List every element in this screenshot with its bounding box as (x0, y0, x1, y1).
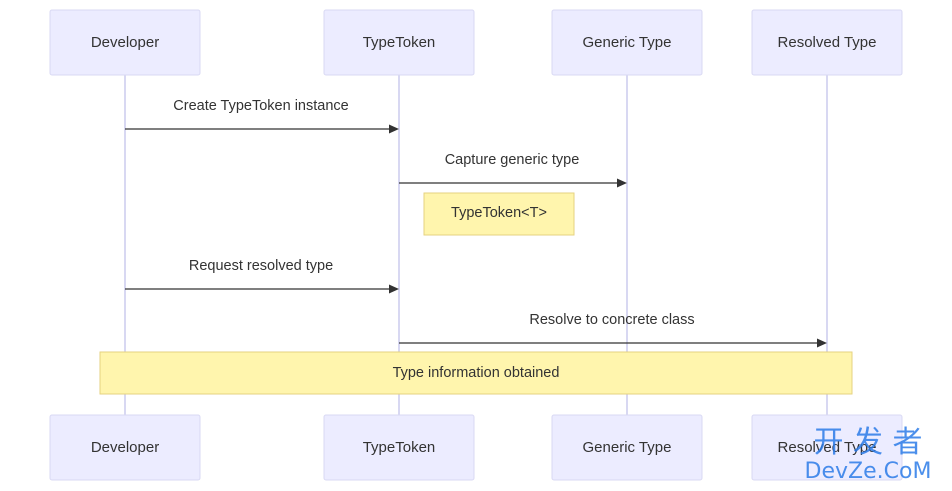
note-label: TypeToken<T> (451, 205, 547, 221)
message-label: Create TypeToken instance (173, 98, 348, 114)
message-label: Request resolved type (189, 258, 333, 274)
actor-bottom-developer: Developer (49, 414, 201, 481)
message-resolve-concrete: Resolve to concrete class (399, 312, 827, 348)
actor-label: Generic Type (583, 439, 672, 456)
message-create-typetoken: Create TypeToken instance (125, 98, 399, 134)
actor-label: TypeToken (363, 439, 436, 456)
arrowhead-icon (817, 338, 827, 348)
watermark-logo: 开 发 者 DevZe.CoM (805, 425, 932, 484)
actor-top-resolved-type: Resolved Type (751, 9, 903, 76)
watermark-line-2: DevZe.CoM (805, 459, 932, 484)
actor-label: Resolved Type (778, 439, 877, 456)
message-capture-generic: Capture generic type (399, 152, 627, 188)
actor-label: Resolved Type (778, 34, 877, 51)
actor-top-typetoken: TypeToken (323, 9, 475, 76)
message-request-resolved: Request resolved type (125, 258, 399, 294)
note-label: Type information obtained (393, 365, 560, 381)
watermark-line-1: 开 发 者 (813, 425, 922, 460)
message-label: Capture generic type (445, 152, 580, 168)
actor-top-generic-type: Generic Type (551, 9, 703, 76)
actor-bottom-typetoken: TypeToken (323, 414, 475, 481)
actor-label: Developer (91, 34, 159, 51)
note-type-information: Type information obtained (99, 351, 853, 395)
actor-label: TypeToken (363, 34, 436, 51)
arrowhead-icon (389, 284, 399, 294)
actor-bottom-resolved-type: Resolved Type (751, 414, 903, 481)
note-typetoken-t: TypeToken<T> (423, 192, 575, 236)
actor-label: Developer (91, 439, 159, 456)
actor-top-developer: Developer (49, 9, 201, 76)
actor-label: Generic Type (583, 34, 672, 51)
arrowhead-icon (617, 178, 627, 188)
actor-bottom-generic-type: Generic Type (551, 414, 703, 481)
arrowhead-icon (389, 124, 399, 134)
message-label: Resolve to concrete class (529, 312, 694, 328)
